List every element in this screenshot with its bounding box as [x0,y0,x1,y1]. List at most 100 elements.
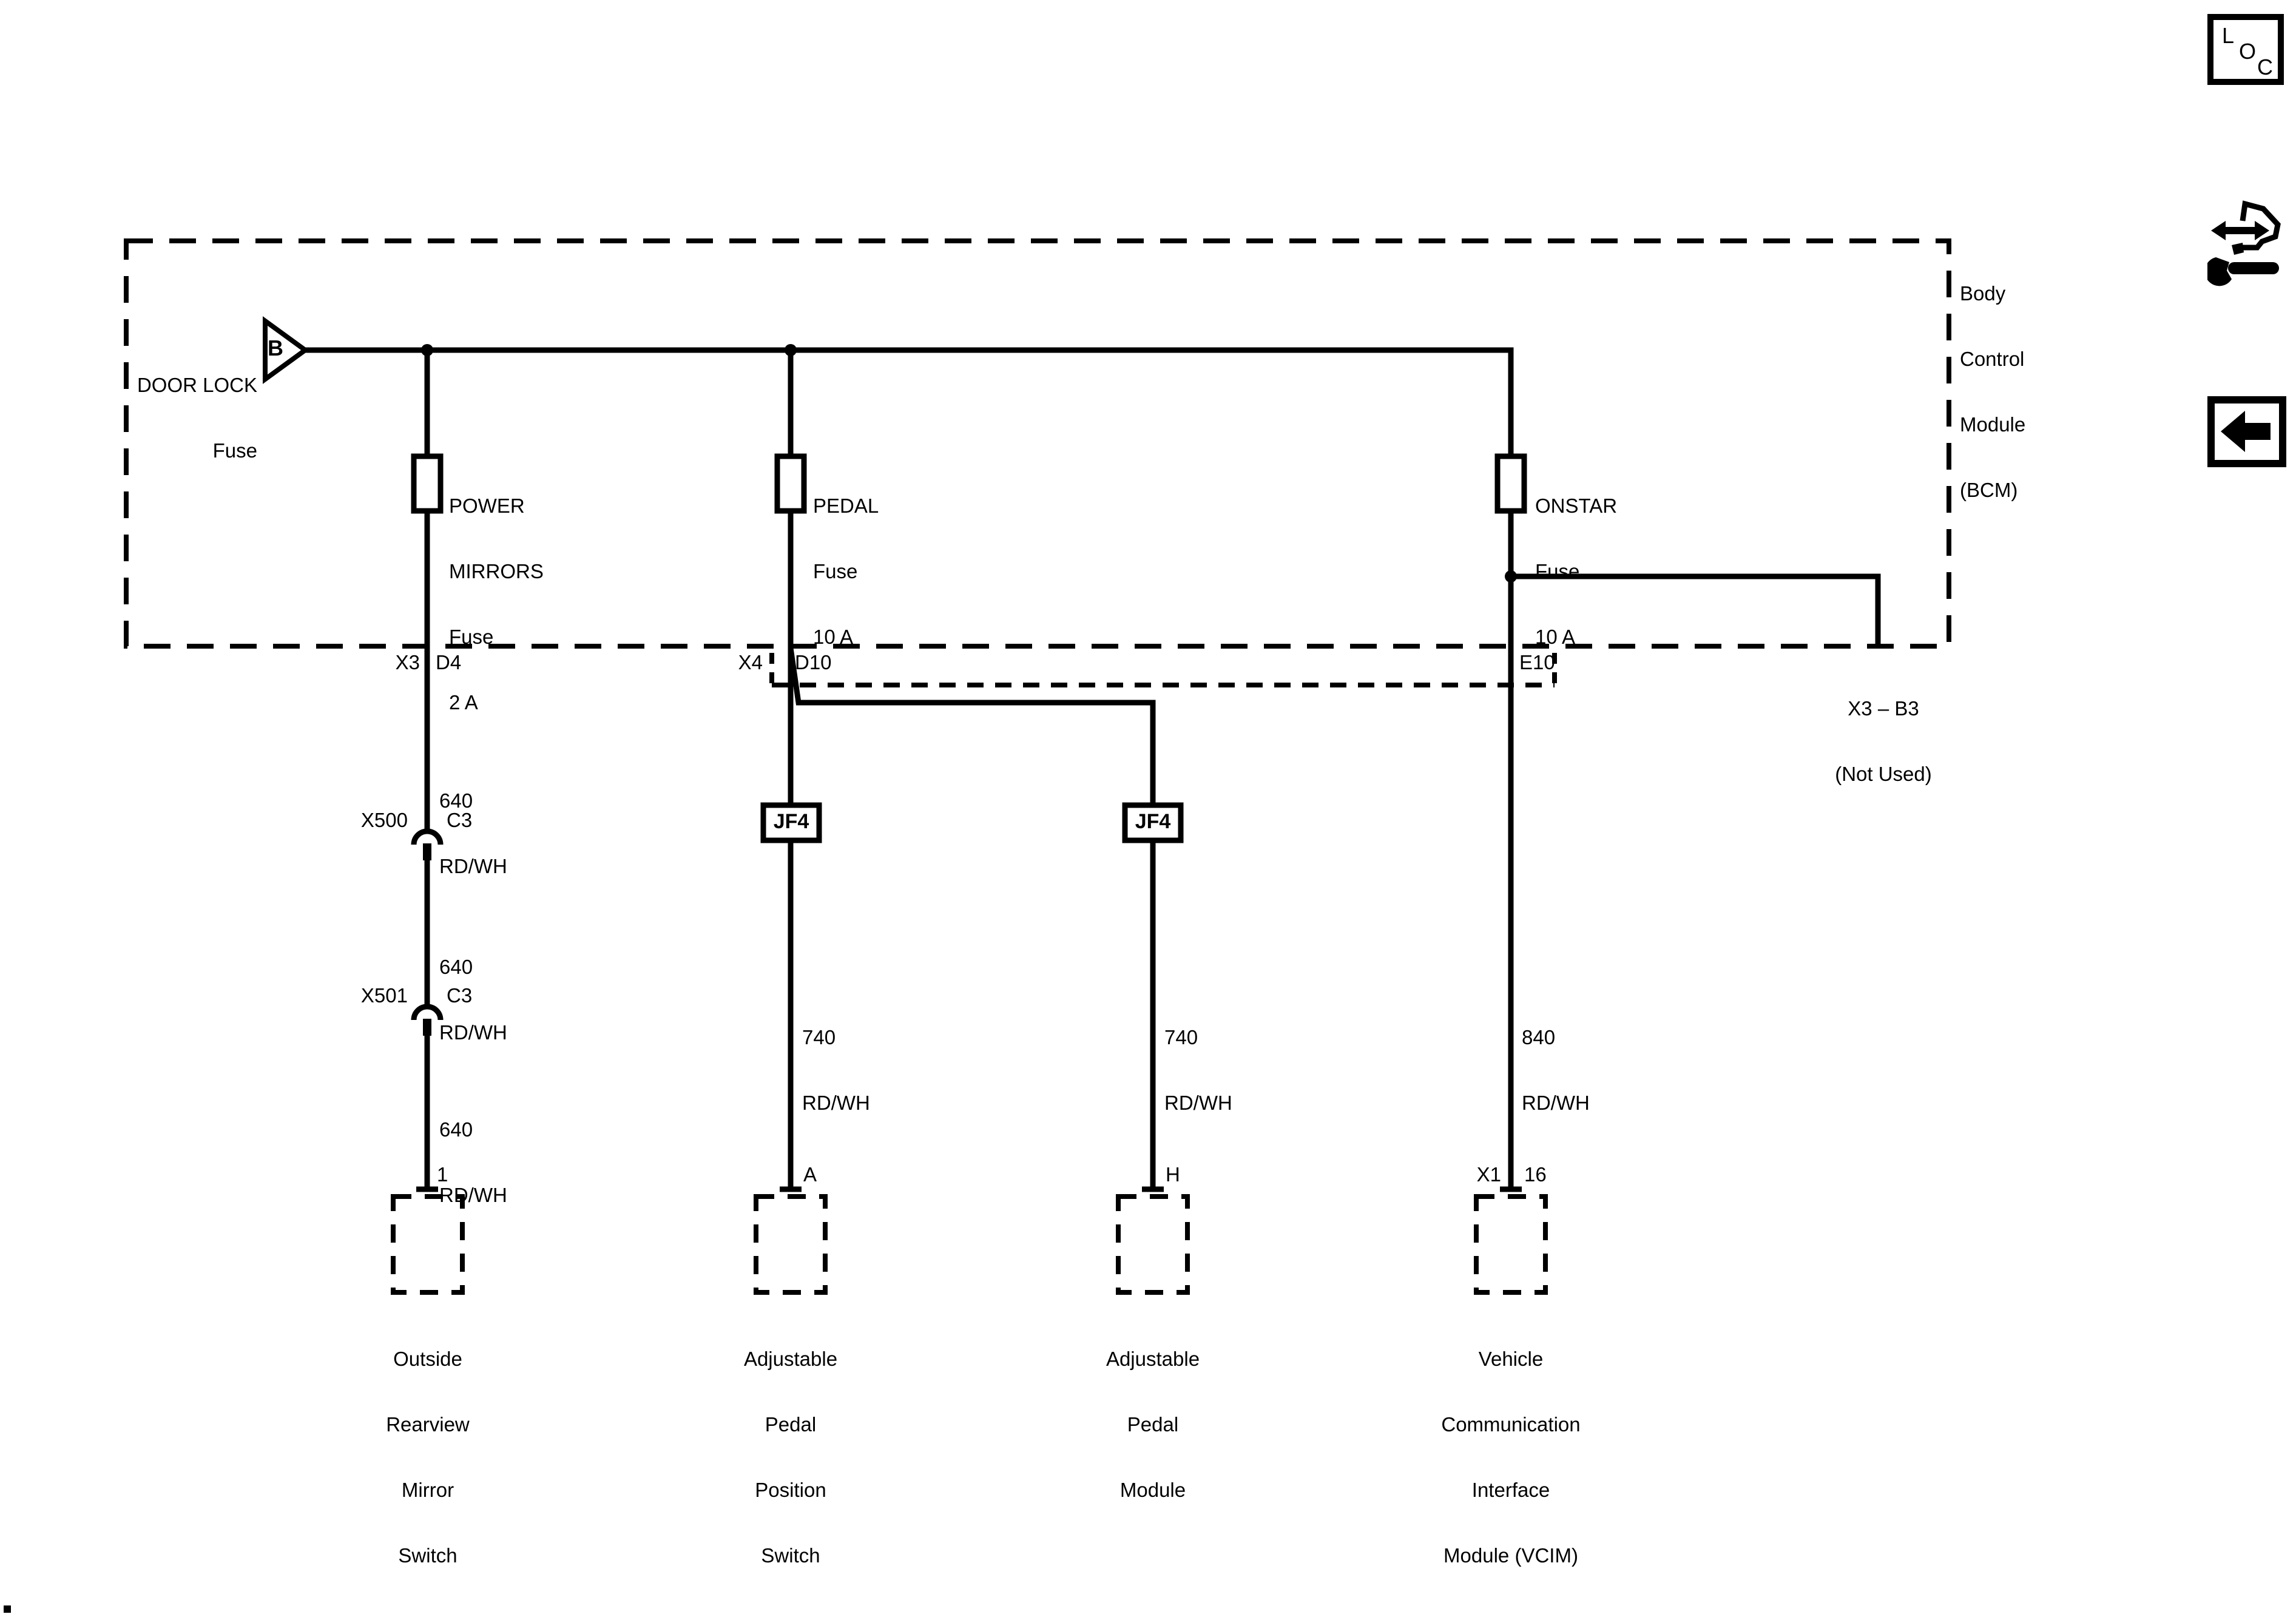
label-line: Interface [1471,1479,1550,1501]
mirror-switch-label: Outside Rearview Mirror Switch [319,1305,537,1610]
x500-label: X500 [360,809,408,831]
x501-pin-label: C3 [447,984,473,1007]
diagnostic-nav-button[interactable] [2204,199,2296,288]
wire-label-640-2: 640 RD/WH [439,913,507,1087]
label-line: DOOR LOCK [137,374,257,396]
wire-b3-branch [1511,573,1881,646]
label-line: RD/WH [439,1184,507,1206]
label-line: Mirror [401,1479,454,1501]
wire-740-rd-wh-right [788,647,1156,1189]
label-line: Body [1960,282,2006,305]
label-line: Fuse [212,439,257,462]
pin-b3-not-used-label: X3 – B3 (Not Used) [1792,654,1974,829]
terminal-h-label: H [1166,1163,1180,1186]
power-mirrors-fuse-symbol [411,453,444,514]
jf4-label-right: JF4 [1135,810,1171,833]
label-line: Module [1119,1479,1186,1501]
wire-label-640-3: 640 RD/WH [439,1075,507,1250]
terminal-a-label: A [803,1163,817,1186]
pin-d10-label: D10 [795,651,832,673]
mirror-switch-box [391,1194,465,1295]
pedal-module-label: Adjustable Pedal Module [1044,1305,1262,1545]
label-line: Switch [761,1544,820,1567]
door-lock-pin-b: B [268,336,283,360]
pedal-fuse-label: PEDAL Fuse 10 A [813,451,879,692]
label-line: X3 – B3 [1848,697,1919,720]
back-button[interactable] [2207,396,2286,467]
label-line: 10 A [813,626,854,648]
vcim-box [1474,1194,1548,1295]
label-line: RD/WH [1164,1092,1232,1114]
terminal-16-label: 16 [1524,1163,1547,1186]
x500-connector-symbol [411,828,444,845]
pedal-position-switch-box [754,1194,828,1295]
label-line: PEDAL [813,495,879,517]
wire-label-740-1: 740 RD/WH [802,983,870,1158]
loc-letter-o: O [2239,39,2257,64]
junction-dot [785,344,797,356]
junction-dot [421,344,433,356]
label-line: 2 A [449,691,478,714]
label-line: POWER [449,495,525,517]
label-line: 740 [802,1026,836,1048]
label-line: Control [1960,348,2025,370]
page-mark [4,1605,11,1613]
label-line: RD/WH [802,1092,870,1114]
pin-d4-label: D4 [436,651,462,673]
x501-connector-pin [423,1019,431,1036]
label-line: Adjustable [743,1348,838,1370]
label-line: Adjustable [1106,1348,1200,1370]
label-line: 640 [439,789,473,812]
label-line: Module [1960,413,2026,436]
label-line: 10 A [1535,626,1576,648]
label-line: Pedal [765,1413,817,1436]
label-line: Communication [1441,1413,1581,1436]
label-line: 840 [1522,1026,1556,1048]
label-line: Vehicle [1478,1348,1544,1370]
jf4-label-left: JF4 [773,810,809,833]
power-mirrors-fuse-label: POWER MIRRORS Fuse 2 A [449,451,544,757]
pedal-fuse-symbol [774,453,807,514]
label-line: MIRRORS [449,560,544,582]
label-line: (BCM) [1960,479,2018,501]
x500-pin-label: C3 [447,809,473,831]
wire-label-740-2: 740 RD/WH [1164,983,1232,1158]
label-line: (Not Used) [1835,763,1932,785]
x501-connector-symbol [411,1004,444,1021]
label-line: 640 [439,1118,473,1141]
label-line: Module (VCIM) [1443,1544,1578,1567]
door-lock-fuse-triangle [263,316,309,384]
bcm-title: Body Control Module (BCM) [1960,239,2025,545]
door-lock-fuse-label: DOOR LOCK Fuse [75,331,257,505]
loc-letter-c: C [2257,55,2273,79]
back-arrow-icon [2207,396,2286,467]
label-line: Switch [398,1544,458,1567]
pin-x3-label: X3 [395,651,420,673]
label-line: Fuse [449,626,494,648]
label-line: RD/WH [439,855,507,877]
wire-main-feed [305,347,1514,1189]
pin-e10-label: E10 [1519,651,1555,673]
onstar-fuse-symbol [1494,453,1527,514]
terminal-1-label: 1 [437,1163,448,1186]
onstar-fuse-label: ONSTAR Fuse 10 A [1535,451,1617,692]
label-line: Pedal [1127,1413,1179,1436]
x500-connector-pin [423,843,431,860]
wire-label-640-1: 640 RD/WH [439,746,507,921]
pedal-position-switch-label: Adjustable Pedal Position Switch [681,1305,900,1610]
wrench-arrows-icon [2204,200,2281,286]
label-line: Position [755,1479,826,1501]
label-line: 740 [1164,1026,1198,1048]
terminal-x1-label: X1 [1476,1163,1501,1186]
pedal-module-box [1116,1194,1190,1295]
loc-button[interactable]: L O C [2207,14,2284,85]
label-line: RD/WH [1522,1092,1590,1114]
vcim-label: Vehicle Communication Interface Module (… [1389,1305,1632,1610]
label-line: Rearview [386,1413,470,1436]
label-line: ONSTAR [1535,495,1618,517]
jf4-box-right [1122,802,1184,843]
label-line: 640 [439,956,473,978]
label-line: RD/WH [439,1021,507,1044]
